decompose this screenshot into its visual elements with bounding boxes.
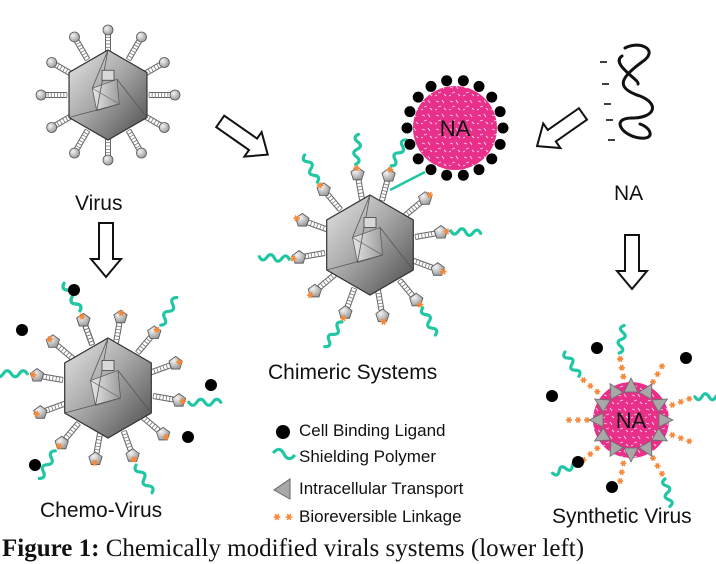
arrow-na-to-synthetic <box>614 234 650 291</box>
label-na: NA <box>614 182 644 205</box>
label-chimeric-systems: Chimeric Systems <box>268 361 438 384</box>
arrow-na-to-complex <box>535 106 589 150</box>
figure-caption: Figure 1: Chemically modified virals sys… <box>2 536 584 561</box>
nucleic-acid-strand-icon <box>600 43 654 141</box>
legend-intracellular-transport: Intracellular Transport <box>299 479 464 498</box>
synthetic-virus-icon: NA <box>546 323 716 509</box>
label-synthetic-virus: Synthetic Virus <box>552 505 692 528</box>
chemo-virus-icon <box>0 281 223 495</box>
legend-bioreversible-linkage: Bioreversible Linkage <box>299 507 462 526</box>
arrow-virus-to-chimeric <box>214 114 270 158</box>
label-chemo-virus: Chemo-Virus <box>40 499 163 522</box>
na-complex-label: NA <box>440 116 471 141</box>
virus-icon <box>35 24 181 166</box>
chimeric-system-icon <box>257 132 483 349</box>
synthetic-na-label: NA <box>616 408 647 433</box>
na-complex-icon: NA <box>401 75 509 181</box>
legend-symbols <box>272 425 296 521</box>
label-virus: Virus <box>75 192 123 215</box>
legend-shielding-polymer: Shielding Polymer <box>299 447 437 466</box>
caption-text: Chemically modified virals systems (lowe… <box>105 535 585 562</box>
arrow-virus-to-chemo <box>88 222 124 279</box>
caption-label: Figure 1: <box>2 535 100 562</box>
legend-cell-binding-ligand: Cell Binding Ligand <box>299 421 446 440</box>
